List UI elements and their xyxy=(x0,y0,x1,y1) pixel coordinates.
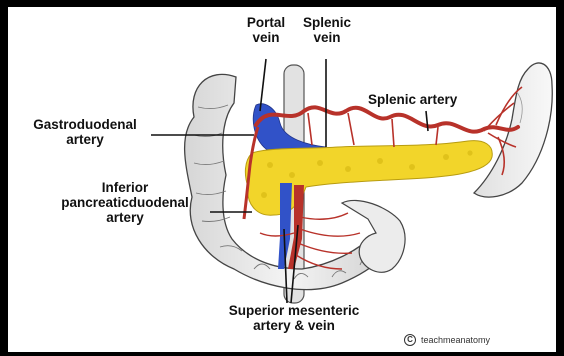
diagram-frame: Portal vein Splenic vein Splenic artery … xyxy=(8,7,556,352)
credit-text: teachmeanatomy xyxy=(421,335,490,345)
label-superior-mesenteric: Superior mesenteric artery & vein xyxy=(214,303,374,333)
label-portal-vein-line1: Portal xyxy=(241,15,291,30)
label-portal-vein: Portal vein xyxy=(241,15,291,45)
label-portal-vein-line2: vein xyxy=(241,30,291,45)
label-gastroduodenal-artery: Gastroduodenal artery xyxy=(25,117,145,147)
label-inferior-line3: artery xyxy=(45,210,205,225)
credit: C teachmeanatomy xyxy=(404,334,490,346)
label-splenic-artery: Splenic artery xyxy=(368,92,457,107)
leader-portal-vein xyxy=(260,59,266,111)
label-superior-mesenteric-line2: artery & vein xyxy=(214,318,374,333)
label-inferior-pancreaticoduodenal-artery: Inferior pancreaticduodenal artery xyxy=(45,180,205,225)
label-gastroduodenal-line1: Gastroduodenal xyxy=(25,117,145,132)
label-inferior-line2: pancreaticduodenal xyxy=(45,195,205,210)
label-splenic-vein-line2: vein xyxy=(297,30,357,45)
label-splenic-vein: Splenic vein xyxy=(297,15,357,45)
label-superior-mesenteric-line1: Superior mesenteric xyxy=(214,303,374,318)
label-inferior-line1: Inferior xyxy=(45,180,205,195)
copyright-icon: C xyxy=(404,334,416,346)
label-splenic-artery-text: Splenic artery xyxy=(368,92,457,107)
label-gastroduodenal-line2: artery xyxy=(25,132,145,147)
label-splenic-vein-line1: Splenic xyxy=(297,15,357,30)
